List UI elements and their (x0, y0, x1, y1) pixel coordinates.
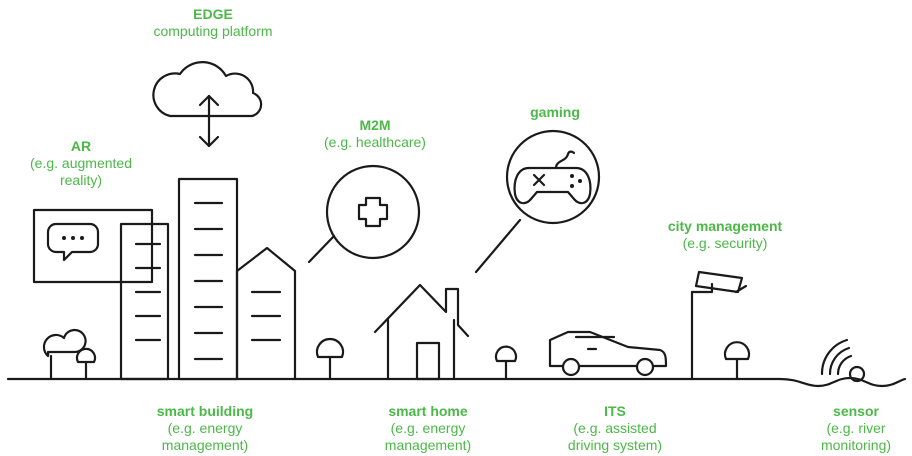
gaming-connector-line (474, 218, 522, 274)
smart-home-subtitle-line-1: (e.g. energy (390, 420, 466, 436)
m2m-label: M2M (e.g. healthcare) (290, 117, 460, 151)
gaming-title: gaming (530, 104, 580, 120)
its-title: ITS (604, 403, 626, 419)
speech-bubble-icon (46, 222, 100, 262)
sensor-subtitle-line-1: (e.g. river (826, 420, 886, 436)
city-management-title: city management (667, 218, 783, 234)
city-management-label: city management (e.g. security) (630, 218, 820, 252)
smart-building-title: smart building (156, 403, 254, 419)
ar-subtitle-line-2: reality) (59, 172, 102, 188)
its-subtitle-line-2: driving system) (567, 437, 663, 453)
sensor-label: sensor (e.g. river monitoring) (806, 403, 906, 454)
edge-title: EDGE (193, 6, 233, 22)
sensor-title: sensor (833, 403, 879, 419)
smart-building-subtitle-line-2: management) (161, 437, 249, 453)
m2m-title: M2M (359, 117, 391, 133)
smart-building-subtitle-line-1: (e.g. energy (167, 420, 243, 436)
edge-label: EDGE computing platform (113, 6, 313, 40)
sensor-icon (820, 338, 866, 383)
smart-home-label: smart home (e.g. energy management) (353, 403, 503, 454)
security-camera-icon (690, 270, 748, 381)
gaming-label: gaming (500, 104, 610, 121)
tree-icon (494, 345, 518, 381)
tree-icon (723, 341, 751, 381)
ar-title: AR (70, 138, 92, 154)
tree-icon (315, 337, 345, 381)
smart-building-label: smart building (e.g. energy management) (130, 403, 280, 454)
smart-home-title: smart home (388, 403, 468, 419)
its-subtitle-line-1: (e.g. assisted (573, 420, 657, 436)
sensor-subtitle-line-2: monitoring) (820, 437, 892, 453)
ar-subtitle-line-1: (e.g. augmented (30, 155, 132, 171)
car-icon (548, 330, 668, 377)
city-management-subtitle: (e.g. security) (682, 235, 768, 251)
m2m-subtitle: (e.g. healthcare) (324, 134, 426, 150)
tree-icon (42, 328, 97, 381)
smart-home-subtitle-line-2: management) (384, 437, 472, 453)
medical-cross-icon (325, 164, 421, 260)
m2m-connector-line (307, 234, 336, 264)
ar-label: AR (e.g. augmented reality) (6, 138, 156, 189)
smart-building-icon (119, 177, 297, 381)
edge-subtitle: computing platform (153, 23, 273, 39)
gamepad-icon (505, 129, 601, 225)
ar-screen-icon (32, 208, 154, 284)
its-label: ITS (e.g. assisted driving system) (540, 403, 690, 454)
cloud-icon (152, 61, 263, 118)
house-icon (373, 283, 470, 381)
up-down-arrow-icon (198, 94, 220, 148)
